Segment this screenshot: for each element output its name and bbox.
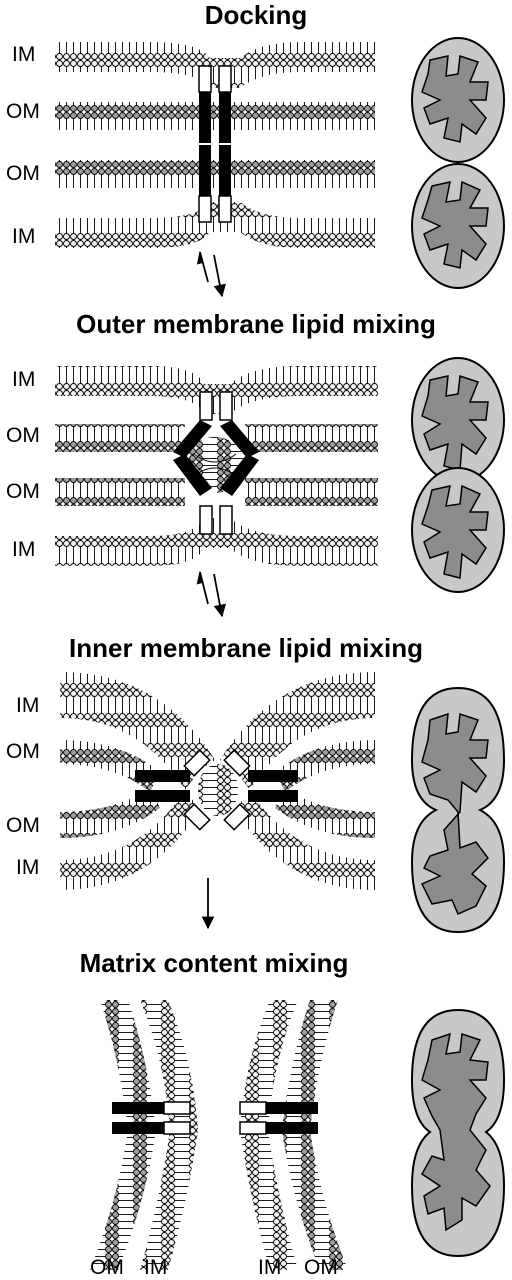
membrane-label: OM [6,162,40,185]
fusion-protein [112,1101,318,1135]
inner-membrane [55,202,375,248]
membrane-label: OM [304,1256,338,1279]
stage-outer-membrane-lipid-mixing: Outer membrane lipid mixing IM OM OM IM [6,309,505,618]
inner-membrane [240,1000,298,1270]
outer-membrane [55,424,185,452]
stage-inner-membrane-lipid-mixing: Inner membrane lipid mixing IM OM OM IM [6,633,506,934]
inner-membrane [55,366,378,414]
outer-membrane [90,1000,156,1270]
outer-membrane [245,424,378,452]
membrane-label: IM [12,225,35,248]
mitochondria-fused [410,1008,506,1258]
inner-membrane [235,688,375,790]
reversible-arrow [196,570,227,618]
membrane-label: OM [6,100,40,123]
membrane-label: IM [16,694,39,717]
membrane-label: OM [6,740,40,763]
mitochondria-pair [411,37,505,289]
membrane-label: IM [258,1256,281,1279]
inner-membrane [55,518,378,566]
membrane-label: IM [16,856,39,879]
inner-membrane [60,688,200,790]
inner-membrane [60,790,200,890]
outer-membrane [275,740,375,792]
membrane-label: OM [90,1256,124,1279]
membrane-label: OM [6,480,40,503]
inner-membrane [55,42,375,88]
outer-membrane [55,478,185,506]
membrane-label: OM [6,424,40,447]
outer-membrane [55,102,375,130]
outer-membrane [282,1000,348,1270]
membrane-label: IM [12,368,35,391]
membrane-label: IM [12,538,35,561]
outer-membrane [60,740,160,792]
mitochondria-pair [411,357,505,593]
outer-membrane [245,478,378,506]
membrane-label: IM [12,43,35,66]
reversible-arrow [196,250,227,298]
fusion-protein [198,65,232,223]
inner-membrane [140,1000,198,1270]
membrane-label: OM [6,814,40,837]
fusion-protein [135,749,298,831]
outer-membrane [275,788,375,838]
outer-membrane [55,160,375,188]
stage-title: Outer membrane lipid mixing [76,309,436,339]
fusion-pore [198,764,238,816]
stage-title: Matrix content mixing [80,948,349,978]
fusion-protein [173,391,259,535]
membrane-label: IM [144,1256,167,1279]
stage-docking: Docking IM OM OM IM [6,0,505,298]
stage-title: Inner membrane lipid mixing [69,633,423,663]
mitochondria-pair [410,686,506,934]
stage-matrix-content-mixing: Matrix content mixing OM IM IM OM [80,948,506,1279]
inner-membrane [235,790,375,890]
stage-title: Docking [205,0,308,30]
